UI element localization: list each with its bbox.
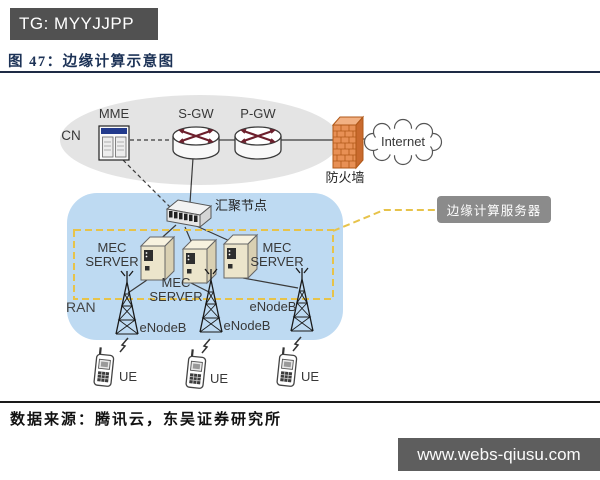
aggregation-node-label: 汇聚节点 xyxy=(214,198,267,213)
pgw-router-icon xyxy=(233,125,283,161)
mec-server-icon xyxy=(140,236,175,281)
watermark-tag: TG: MYYJJPP xyxy=(10,8,158,40)
mme-label: MME xyxy=(98,106,130,121)
aggregation-switch-icon xyxy=(165,199,213,229)
enodeb-label: eNodeB xyxy=(139,320,187,335)
edge-computing-diagram: CN MME S-GW P-GW 防火墙 Internet 汇聚节点 边缘计算服… xyxy=(0,76,600,400)
sgw-label: S-GW xyxy=(178,106,214,121)
ue-phone-icon xyxy=(184,347,208,390)
mec-server-label: MEC SERVER xyxy=(250,240,304,269)
footer-divider xyxy=(0,401,600,403)
edge-server-boundary xyxy=(73,229,334,300)
mec-server-label: MEC SERVER xyxy=(85,240,139,269)
figure-title: 图 47：边缘计算示意图 xyxy=(8,54,175,70)
edge-server-callout-line xyxy=(332,209,437,232)
cn-label: CN xyxy=(61,128,81,143)
firewall-icon xyxy=(331,115,365,170)
enodeb-label: eNodeB xyxy=(249,299,297,314)
internet-cloud-icon xyxy=(363,118,443,166)
edge-server-callout: 边缘计算服务器 xyxy=(437,196,551,223)
internet-label: Internet xyxy=(380,134,426,149)
wireless-link-icon xyxy=(119,337,129,353)
ue-phone-icon xyxy=(92,345,116,388)
pgw-label: P-GW xyxy=(240,106,276,121)
firewall-label: 防火墙 xyxy=(325,170,365,185)
mme-server-icon xyxy=(98,125,130,161)
enodeb-label: eNodeB xyxy=(223,318,271,333)
ran-label: RAN xyxy=(66,299,96,315)
mec-server-label: MEC SERVER xyxy=(149,275,203,304)
diagram-graphics xyxy=(60,95,443,390)
title-divider xyxy=(0,71,600,73)
data-source: 数据来源：腾讯云，东吴证券研究所 xyxy=(10,412,283,428)
ue-phone-icon xyxy=(275,345,299,388)
ue-label: UE xyxy=(209,371,229,386)
sgw-router-icon xyxy=(171,125,221,161)
ue-label: UE xyxy=(118,369,138,384)
wireless-link-icon xyxy=(201,338,211,354)
ue-label: UE xyxy=(300,369,320,384)
website-badge: www.webs-qiusu.com xyxy=(398,438,600,471)
